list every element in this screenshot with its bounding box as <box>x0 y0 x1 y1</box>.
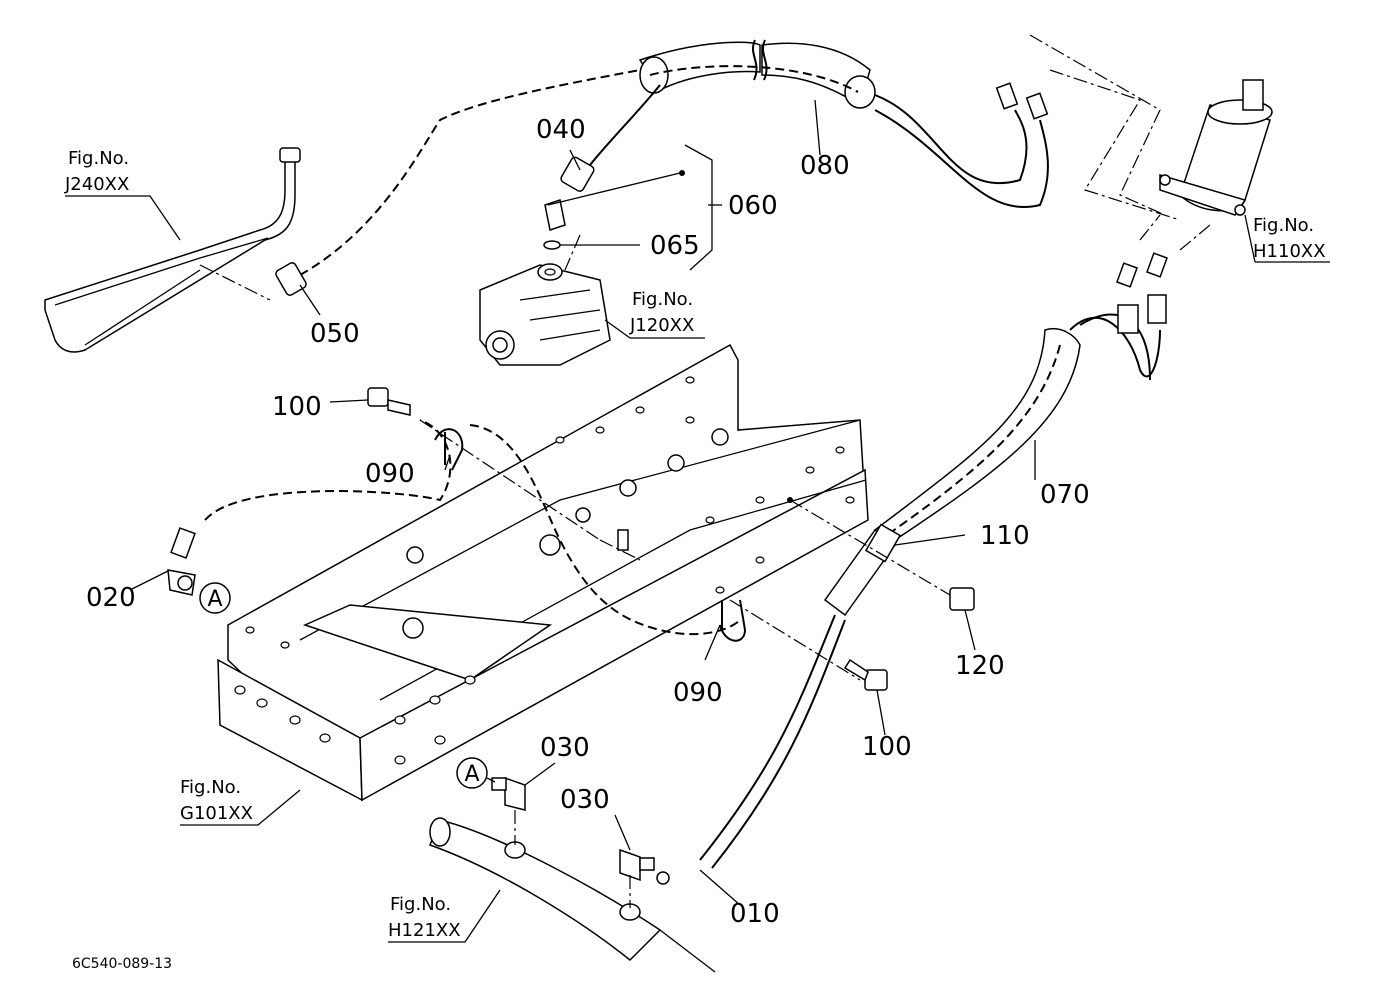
leader-lines <box>65 99 1330 943</box>
part-label-120: 120 <box>955 651 1005 681</box>
svg-text:Fig.No.: Fig.No. <box>1253 215 1314 236</box>
connector-marker-a-2: A <box>456 757 488 789</box>
plug-120 <box>949 587 975 611</box>
part-label-100-b: 100 <box>862 732 912 762</box>
pipe-j240 <box>44 147 301 353</box>
fitting-030a <box>491 776 526 811</box>
hose-line-010b <box>711 619 846 869</box>
svg-text:J240XX: J240XX <box>64 174 129 195</box>
steering-unit-h110 <box>1159 79 1273 216</box>
fitting-030b <box>619 848 670 885</box>
fig-ref-g101: Fig.No. G101XX <box>180 777 253 824</box>
part-label-030-a: 030 <box>540 733 590 763</box>
clamp-090a <box>434 428 464 471</box>
fig-ref-j240: Fig.No. J240XX <box>64 148 129 195</box>
svg-text:J120XX: J120XX <box>629 315 694 336</box>
part-label-110: 110 <box>980 521 1030 551</box>
frame-assembly <box>217 343 869 802</box>
hose-cover-070 <box>823 328 1081 617</box>
svg-text:Fig.No.: Fig.No. <box>390 894 451 915</box>
frame-nuts <box>402 428 729 639</box>
svg-text:Fig.No.: Fig.No. <box>180 777 241 798</box>
fig-ref-h121: Fig.No. H121XX <box>388 894 461 941</box>
svg-text:H121XX: H121XX <box>388 920 461 941</box>
svg-text:H110XX: H110XX <box>1253 241 1326 262</box>
fig-ref-h110: Fig.No. H110XX <box>1253 215 1326 262</box>
hose-line-top-2 <box>874 109 1049 208</box>
pipe-h121 <box>429 817 716 973</box>
part-label-090-b: 090 <box>673 678 723 708</box>
fitting-020 <box>167 527 196 596</box>
clamp-090b <box>719 599 747 642</box>
fitting-050 <box>275 262 307 296</box>
part-label-090-a: 090 <box>365 459 415 489</box>
fig-ref-j120: Fig.No. J120XX <box>629 289 694 336</box>
hose-line-080 <box>299 69 641 276</box>
part-label-080: 080 <box>800 151 850 181</box>
return-hose-2 <box>469 424 741 636</box>
svg-text:Fig.No.: Fig.No. <box>68 148 129 169</box>
hose-cover-080 <box>638 39 876 109</box>
fitting-040 <box>560 156 595 192</box>
bolt-100b <box>843 658 888 691</box>
part-label-020: 020 <box>86 583 136 613</box>
part-label-030-b: 030 <box>560 785 610 815</box>
part-labels: 010 020 030 030 040 050 060 065 070 080 … <box>86 115 1090 929</box>
connector-marker-a-1: A <box>199 582 231 614</box>
svg-text:Fig.No.: Fig.No. <box>632 289 693 310</box>
part-label-070: 070 <box>1040 480 1090 510</box>
svg-text:A: A <box>207 587 222 612</box>
bolt-100a <box>367 387 411 416</box>
hose-line-010 <box>699 614 836 861</box>
pump-j120 <box>479 263 611 366</box>
part-label-100-a: 100 <box>272 392 322 422</box>
part-label-065: 065 <box>650 231 700 261</box>
drawing-code: 6C540-089-13 <box>72 956 172 972</box>
hose-line-040 <box>589 84 661 166</box>
svg-text:A: A <box>464 762 479 787</box>
part-label-010: 010 <box>730 899 780 929</box>
part-label-060: 060 <box>728 191 778 221</box>
elbow-060 <box>543 199 566 250</box>
frame-holes <box>234 376 855 765</box>
part-label-040: 040 <box>536 115 586 145</box>
part-label-050: 050 <box>310 319 360 349</box>
svg-text:G101XX: G101XX <box>180 803 253 824</box>
hose-line-top <box>874 94 1028 185</box>
